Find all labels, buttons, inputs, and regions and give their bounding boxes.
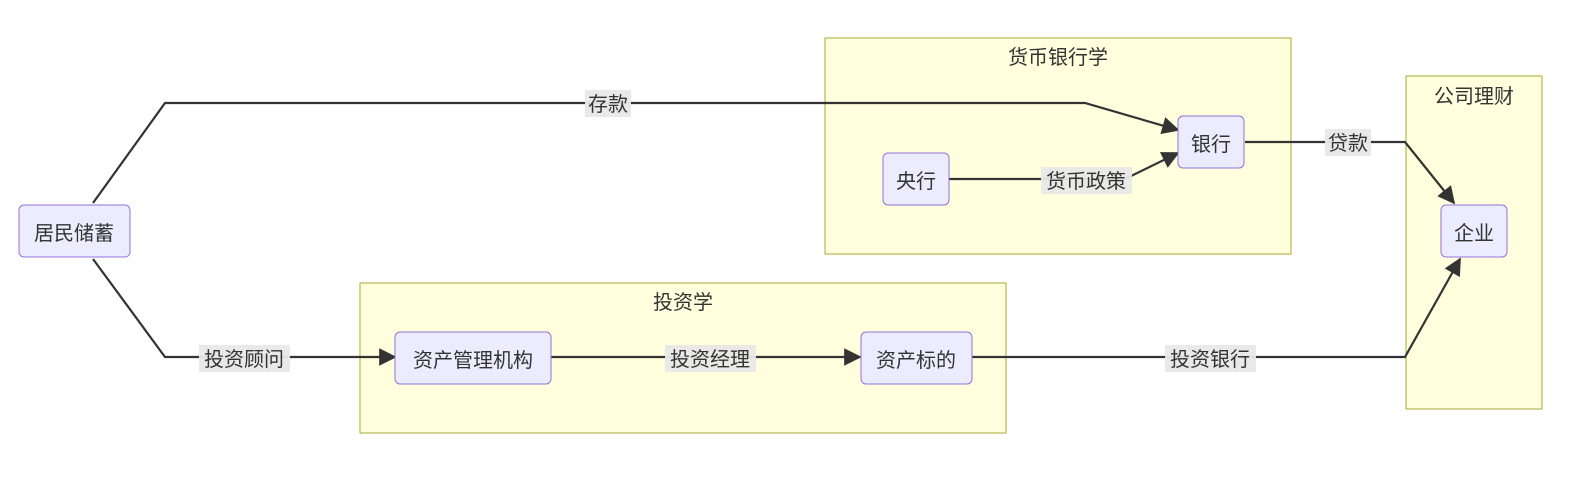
node-enterprise[interactable]: 企业 [1440, 204, 1508, 258]
edge-label-investment-advisor: 投资顾问 [199, 345, 290, 372]
cluster-corporate-finance-title: 公司理财 [1434, 84, 1514, 108]
node-enterprise-label: 企业 [1454, 221, 1494, 245]
edge-label-investment-bank: 投资银行 [1165, 345, 1256, 372]
cluster-investment-title: 投资学 [653, 290, 713, 314]
node-bank[interactable]: 银行 [1177, 115, 1245, 169]
edge-investment-advisor [92, 258, 397, 366]
cluster-money-banking-title: 货币银行学 [1008, 45, 1108, 69]
node-asset-management[interactable]: 资产管理机构 [394, 331, 552, 385]
edge-investment-bank [972, 257, 1461, 359]
node-bank-label: 银行 [1191, 132, 1231, 156]
node-asset-target-label: 资产标的 [876, 348, 956, 372]
node-asset-management-label: 资产管理机构 [413, 348, 533, 372]
svg-text:投资银行: 投资银行 [1170, 347, 1250, 371]
svg-text:贷款: 贷款 [1328, 131, 1368, 155]
edge-loan [1245, 140, 1456, 205]
node-household-savings[interactable]: 居民储蓄 [18, 204, 131, 258]
edge-label-investment-manager: 投资经理 [665, 345, 756, 372]
node-central-bank[interactable]: 央行 [882, 152, 950, 206]
edge-label-monetary-policy: 货币政策 [1041, 167, 1132, 194]
svg-text:投资经理: 投资经理 [670, 347, 750, 371]
edge-label-loan: 贷款 [1325, 129, 1371, 156]
svg-text:货币政策: 货币政策 [1046, 169, 1126, 193]
edge-label-deposit: 存款 [585, 90, 631, 117]
node-asset-target[interactable]: 资产标的 [860, 331, 973, 385]
node-household-savings-label: 居民储蓄 [34, 221, 114, 245]
svg-text:存款: 存款 [588, 92, 628, 116]
node-central-bank-label: 央行 [896, 169, 936, 193]
svg-text:投资顾问: 投资顾问 [204, 347, 284, 371]
